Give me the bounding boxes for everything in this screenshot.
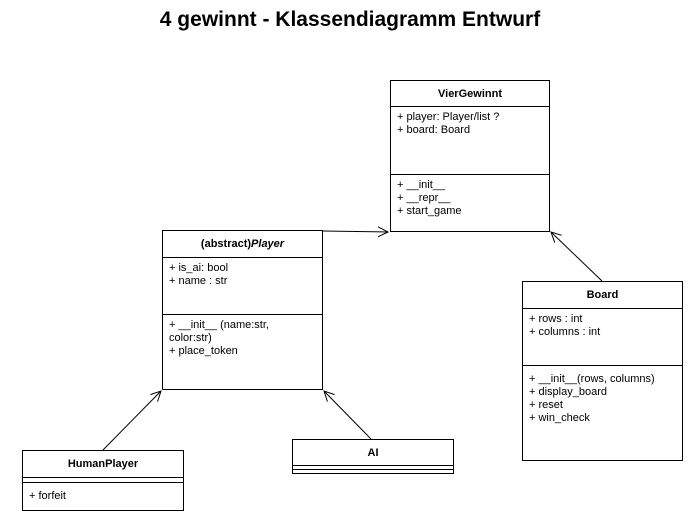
method: + place_token xyxy=(169,345,238,357)
class-player-abstract-name: Player xyxy=(251,238,285,250)
method: + __init__ (name:str, color:str) xyxy=(169,319,269,344)
class-board-name: Board xyxy=(523,282,682,309)
method: + display_board xyxy=(529,386,607,398)
class-board[interactable]: Board + rows : int + columns : int + __i… xyxy=(522,281,683,461)
class-humanplayer[interactable]: HumanPlayer + forfeit xyxy=(22,450,184,511)
class-ai-attributes xyxy=(293,466,453,470)
edge-player-to-viergewinnt xyxy=(322,231,388,232)
method: + reset xyxy=(529,399,563,411)
edge-ai-to-player xyxy=(324,391,372,440)
edge-humanplayer-to-player xyxy=(102,391,161,451)
class-player-stereotype: (abstract) xyxy=(200,238,252,250)
class-player-attributes: + is_ai: bool + name : str xyxy=(163,258,322,315)
attribute: + rows : int xyxy=(529,313,583,325)
attribute: + name : str xyxy=(169,275,228,287)
method: + start_game xyxy=(397,205,462,217)
class-humanplayer-attributes xyxy=(23,478,183,483)
method: + win_check xyxy=(529,412,590,424)
method: + __init__ xyxy=(397,179,446,191)
class-ai-name: AI xyxy=(293,440,453,466)
attribute: + columns : int xyxy=(529,326,601,338)
class-viergewinnt-name: VierGewinnt xyxy=(391,81,549,107)
class-player-name: (abstract)Player xyxy=(163,231,322,258)
class-board-methods: + __init__(rows, columns) + display_boar… xyxy=(523,366,682,429)
attribute: + board: Board xyxy=(397,124,471,136)
method: + __repr__ xyxy=(397,192,451,204)
method: + __init__(rows, columns) xyxy=(529,373,655,385)
class-viergewinnt[interactable]: VierGewinnt + player: Player/list ? + bo… xyxy=(390,80,550,232)
class-viergewinnt-attributes: + player: Player/list ? + board: Board xyxy=(391,107,549,175)
attribute: + is_ai: bool xyxy=(169,262,229,274)
class-player[interactable]: (abstract)Player + is_ai: bool + name : … xyxy=(162,230,323,390)
diagram-title: 4 gewinnt - Klassendiagramm Entwurf xyxy=(159,8,541,31)
class-player-methods: + __init__ (name:str, color:str) + place… xyxy=(163,315,322,362)
class-board-attributes: + rows : int + columns : int xyxy=(523,309,682,366)
class-viergewinnt-methods: + __init__ + __repr__ + start_game xyxy=(391,175,549,222)
class-ai[interactable]: AI xyxy=(292,439,454,474)
method: + forfeit xyxy=(29,490,66,502)
attribute: + player: Player/list ? xyxy=(397,111,500,123)
class-humanplayer-methods: + forfeit xyxy=(23,483,183,507)
class-humanplayer-name: HumanPlayer xyxy=(23,451,183,478)
edge-board-to-viergewinnt xyxy=(551,232,603,282)
